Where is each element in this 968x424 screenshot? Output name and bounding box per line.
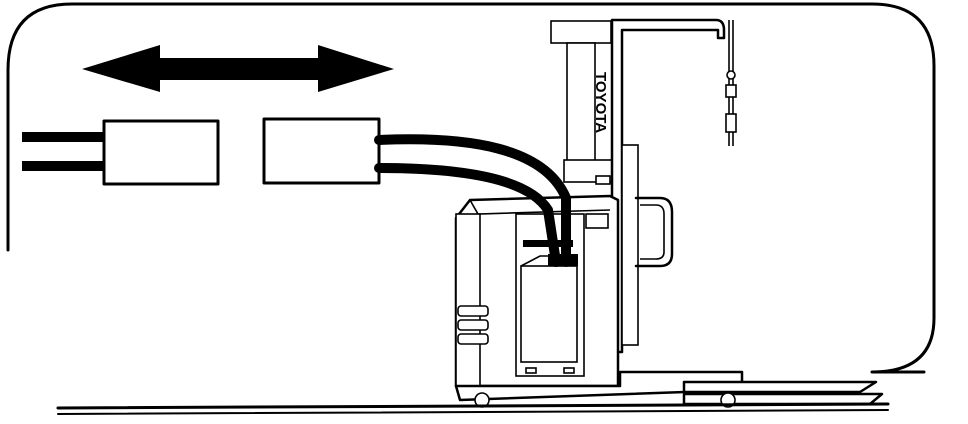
left-connector-half	[102, 119, 220, 186]
lift-chain	[725, 20, 737, 146]
double-headed-arrow-icon	[82, 45, 394, 92]
right-connector-half	[262, 117, 381, 185]
brand-label: TOYOTA	[592, 72, 609, 133]
left-cable	[22, 132, 106, 171]
ground-line	[56, 402, 890, 415]
forklift-icon: TOYOTA	[374, 18, 884, 408]
diagram-frame	[6, 2, 936, 374]
